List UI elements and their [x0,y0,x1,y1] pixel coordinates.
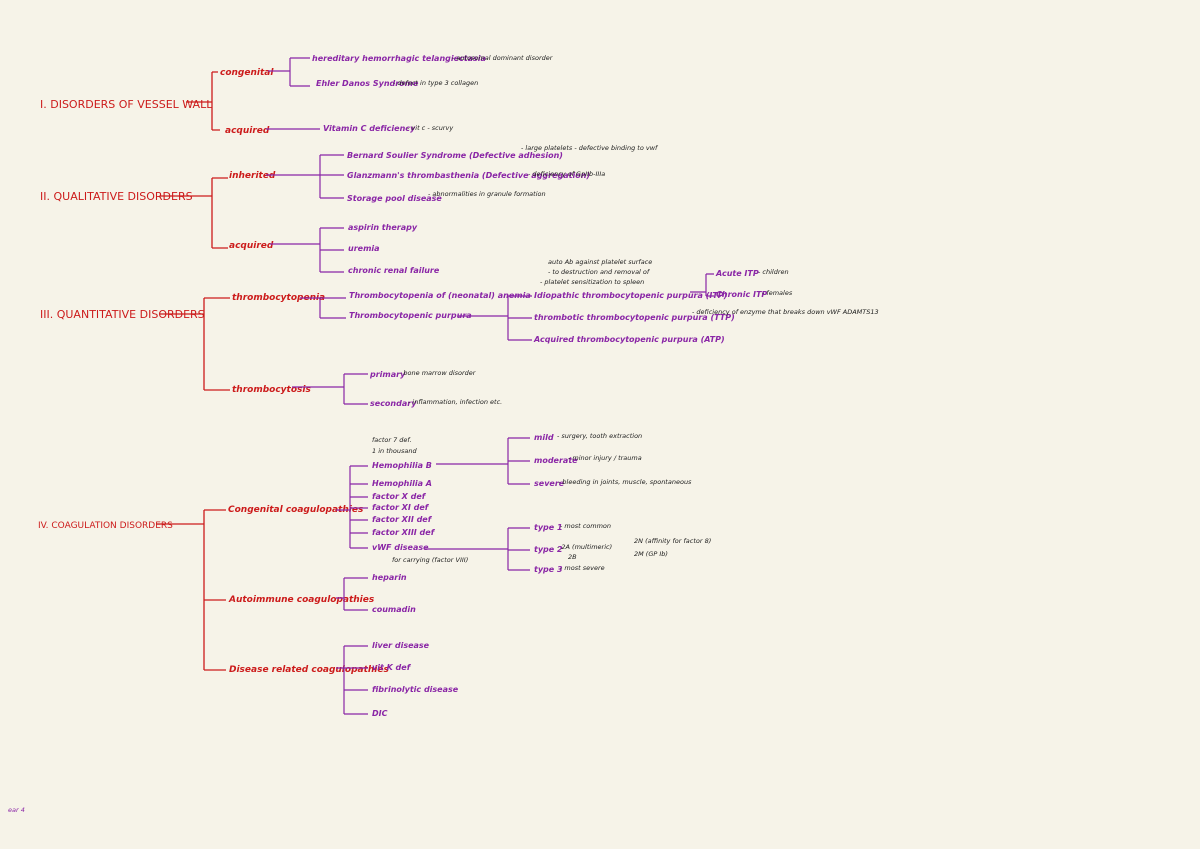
thrombocytosis-links [292,373,368,405]
vessel-congenital-links [268,57,310,87]
quantitative-p2: thrombotic thrombocytopenic purpura (TTP… [534,313,735,322]
coag-f3: factor XII def [372,515,433,524]
section-vessel-wall: I. DISORDERS OF VESSEL WALL congenital a… [40,54,554,136]
qualitative-i2: Glanzmann's thrombasthenia (Defective ag… [347,171,590,180]
autoimmune-heparin: heparin [372,573,407,582]
severity-mild-note: - surgery, tooth extraction [557,432,642,440]
qualitative-i1-note: - large platelets - defective binding to… [521,144,659,152]
section-qualitative: II. QUALITATIVE DISORDERS inherited acqu… [40,144,659,275]
coagulation-autoimmune: Autoimmune coagulopathies [228,595,375,605]
coagulation-title: IV. COAGULATION DISORDERS [38,521,173,531]
vwd-type3: type 3 [534,565,563,574]
qualitative-inherited: inherited [229,171,276,181]
quantitative-t1: Thrombocytopenia of (neonatal) anemia [349,291,531,300]
qualitative-title: II. QUALITATIVE DISORDERS [40,190,193,203]
qualitative-i3: Storage pool disease [347,194,442,203]
vwd-type1-note: - most common [560,522,611,530]
vessel-a1: Vitamin C deficiency [323,124,416,133]
itp-chronic-note: - females [762,289,793,297]
vwd-type2-note-b: 2B [568,553,577,561]
coagulation-connector [156,509,226,671]
vwd-type1: type 1 [534,523,563,532]
footer-mark: ear 4 [8,806,25,814]
severity-severe-note: - bleeding in joints, muscle, spontaneou… [558,478,692,486]
severity-severe: severe [534,479,565,488]
quantitative-thrombocytopenia: thrombocytopenia [232,293,325,303]
section-coagulation: IV. COAGULATION DISORDERS Congenital coa… [38,432,711,718]
qualitative-acquired-links [270,227,344,273]
qualitative-connector [160,177,228,249]
thrombocytosis-s1-note: - bone marrow disorder [399,369,477,377]
qualitative-inherited-links [266,154,344,199]
coag-f4: factor XIII def [372,528,436,537]
itp-note-2: - to destruction and removal of [548,268,651,276]
factor-note-1: factor 7 def. [372,436,412,444]
thrombocytosis-s2: secondary [370,399,417,408]
vwd-type2: type 2 [534,545,563,554]
vessel-connector [186,71,220,131]
coag-f1: factor X def [372,492,427,501]
quantitative-thrombocytosis: thrombocytosis [232,385,311,395]
vessel-a1-note: - vit c - scurvy [407,124,453,132]
severity-moderate: moderate [534,456,578,465]
vessel-c2: Ehler Danos Syndrome [316,79,419,88]
vessel-c2-note: - defect in type 3 collagen [393,79,478,87]
quantitative-p1: Idiopathic thrombocytopenic purpura (ITP… [534,291,727,300]
qualitative-acquired: acquired [229,241,274,251]
quantitative-p2-note: - deficiency of enzyme that breaks down … [692,308,879,316]
vwd-type3-note: - most severe [560,564,605,572]
vessel-c1: hereditary hemorrhagic telangiectasia [312,54,486,63]
coagulation-disease: Disease related coagulopathies [229,665,389,675]
autoimmune-links [336,577,368,611]
coagulation-congenital: Congenital coagulopathies [228,505,364,515]
itp-chronic: Chronic ITP [716,290,767,299]
qualitative-i2-note: - deficiency of GpIIb-IIIa [528,170,605,178]
autoimmune-coumadin: coumadin [372,605,416,614]
vessel-title: I. DISORDERS OF VESSEL WALL [40,98,213,111]
thrombocytosis-s2-note: - inflammation, infection etc. [408,398,502,406]
qualitative-q2: uremia [348,244,380,253]
qualitative-q1: aspirin therapy [348,223,418,232]
factor-note-2: 1 in thousand [372,447,417,455]
quantitative-t2: Thrombocytopenic purpura [349,311,472,320]
vessel-acquired: acquired [225,126,270,136]
hemophilia-severity-links [436,437,530,485]
disease-d4: DIC [372,709,388,718]
thrombocytopenia-links [300,297,346,319]
qualitative-i3-note: - abnormalities in granule formation [428,190,546,198]
severity-moderate-note: - minor injury / trauma [568,454,642,462]
vessel-c1-note: - autosomal dominant disorder [452,54,554,62]
itp-note-1: auto Ab against platelet surface [548,258,652,266]
purpura-links [458,295,532,341]
vwd-type-links [424,527,530,571]
vessel-congenital: congenital [220,68,274,78]
coag-vwd-note: for carrying (factor VIII) [392,556,468,564]
disease-links [336,645,368,715]
vwd-type2-note-a: - 2A (multimeric) [557,543,612,551]
qualitative-i1: Bernard Soulier Syndrome (Defective adhe… [347,151,563,160]
coag-f2: factor XI def [372,503,430,512]
quantitative-connector [160,297,230,391]
coag-h2: Hemophilia A [372,479,432,488]
vwd-type2-note-d: 2M (GP Ib) [634,550,668,558]
qualitative-q3: chronic renal failure [348,266,440,275]
itp-acute-note: - children [758,268,789,276]
section-quantitative: III. QUANTITATIVE DISORDERS thrombocytop… [40,258,879,408]
coag-h1: Hemophilia B [372,461,432,470]
disease-d2: vit K def [372,663,412,672]
itp-acute: Acute ITP [715,269,759,278]
disease-d3: fibrinolytic disease [372,685,459,694]
itp-type-links [690,273,714,297]
thrombocytosis-s1: primary [369,370,406,379]
coag-vwd: vWF disease [372,543,429,552]
disease-d1: liver disease [372,641,430,650]
vwd-type2-note-c: 2N (affinity for factor 8) [634,537,711,545]
itp-note-3: - platelet sensitization to spleen [540,278,644,286]
congenital-links [336,465,368,549]
quantitative-p3: Acquired thrombocytopenic purpura (ATP) [533,335,725,344]
quantitative-title: III. QUANTITATIVE DISORDERS [40,308,205,321]
severity-mild: mild [534,433,554,442]
